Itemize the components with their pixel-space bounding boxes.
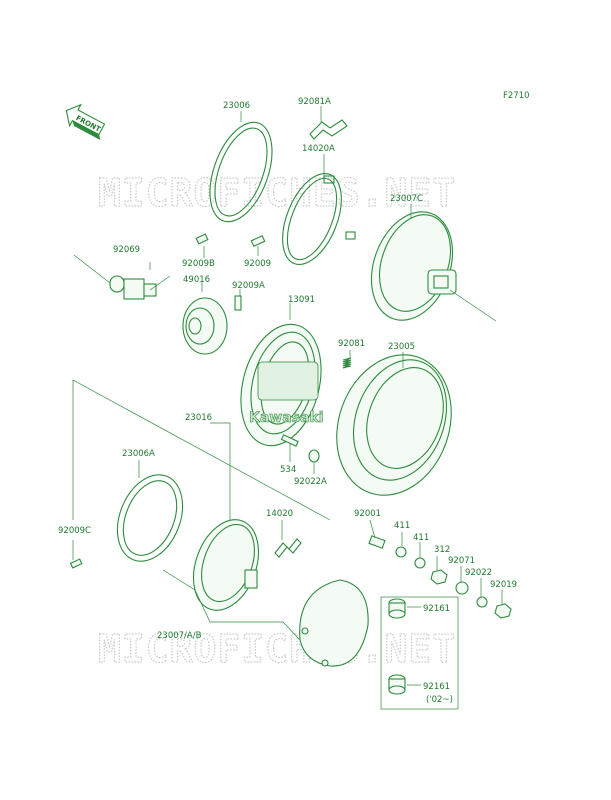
washer-92022 (476, 596, 488, 608)
spring-92081 (342, 357, 352, 369)
rim-ring-23006a (116, 474, 184, 562)
label-92009a: 92009A (232, 281, 265, 291)
label-92009: 92009 (244, 259, 271, 269)
label-92081: 92081 (338, 339, 365, 349)
label-23006: 23006 (223, 101, 250, 111)
label-92001: 92001 (354, 509, 381, 519)
kawasaki-logo-text: Kawasaki (249, 410, 324, 426)
clip-92081a (309, 119, 348, 140)
leader-lines (72, 106, 503, 686)
rear-cover (299, 579, 369, 667)
label-23006a: 23006A (122, 449, 155, 459)
screw-92009a (234, 295, 242, 311)
label-534: 534 (280, 465, 296, 475)
label-411-a: 411 (394, 521, 410, 531)
washer-411a (395, 546, 407, 558)
label-92161-a: 92161 (423, 604, 450, 614)
clip-14020 (274, 538, 302, 558)
washer-411b (414, 557, 426, 569)
fastener-92001 (368, 535, 386, 549)
screw-92009c (69, 558, 83, 569)
label-23007ab: 23007/A/B (157, 631, 202, 641)
screw-92009 (250, 235, 266, 247)
washer-92022a (308, 449, 320, 463)
watermark-top: MICROFICHES.NET (98, 171, 456, 215)
mounting-ring-14020a (282, 172, 356, 266)
nut-312 (430, 569, 448, 585)
kawasaki-logo: Kawasaki (249, 361, 324, 426)
watermark-bottom: MICROFICHES.NET (98, 627, 456, 671)
figure-code: F2710 (503, 91, 530, 101)
headlight-body-23005 (336, 354, 452, 496)
part-labels: 23006 92081A 14020A 23007C 92069 92009B … (58, 97, 517, 705)
bulb-92069 (109, 275, 157, 300)
label-92069: 92069 (113, 245, 140, 255)
front-arrow-icon: FRONT (65, 103, 106, 141)
label-23007c: 23007C (390, 194, 423, 204)
washer-92071 (455, 581, 469, 595)
label-92019: 92019 (490, 580, 517, 590)
pin-534 (280, 434, 299, 447)
label-14020: 14020 (266, 509, 293, 519)
screw-92009b (195, 233, 209, 245)
sealed-beam-23007c (370, 211, 457, 321)
callout-box-92161 (380, 596, 459, 710)
socket-49016 (182, 297, 228, 355)
label-92161-b-note: ('02~) (426, 695, 453, 705)
label-92009b: 92009B (182, 259, 215, 269)
label-13091: 13091 (288, 295, 315, 305)
label-92022a: 92022A (294, 477, 327, 487)
label-312: 312 (434, 545, 450, 555)
label-23005: 23005 (388, 342, 415, 352)
label-49016: 49016 (183, 275, 210, 285)
nut-92019 (494, 603, 512, 619)
label-92161-b: 92161 (423, 682, 450, 692)
label-92022: 92022 (465, 568, 492, 578)
lens-unit-23007ab (192, 519, 260, 611)
label-14020a: 14020A (302, 144, 335, 154)
label-92009c: 92009C (58, 526, 91, 536)
rim-ring-23006 (209, 121, 273, 223)
label-92081a: 92081A (298, 97, 331, 107)
label-23016: 23016 (185, 413, 212, 423)
label-92071: 92071 (448, 556, 475, 566)
label-411-b: 411 (413, 533, 429, 543)
cap-92161-a (388, 598, 406, 619)
cap-92161-b (388, 674, 406, 695)
